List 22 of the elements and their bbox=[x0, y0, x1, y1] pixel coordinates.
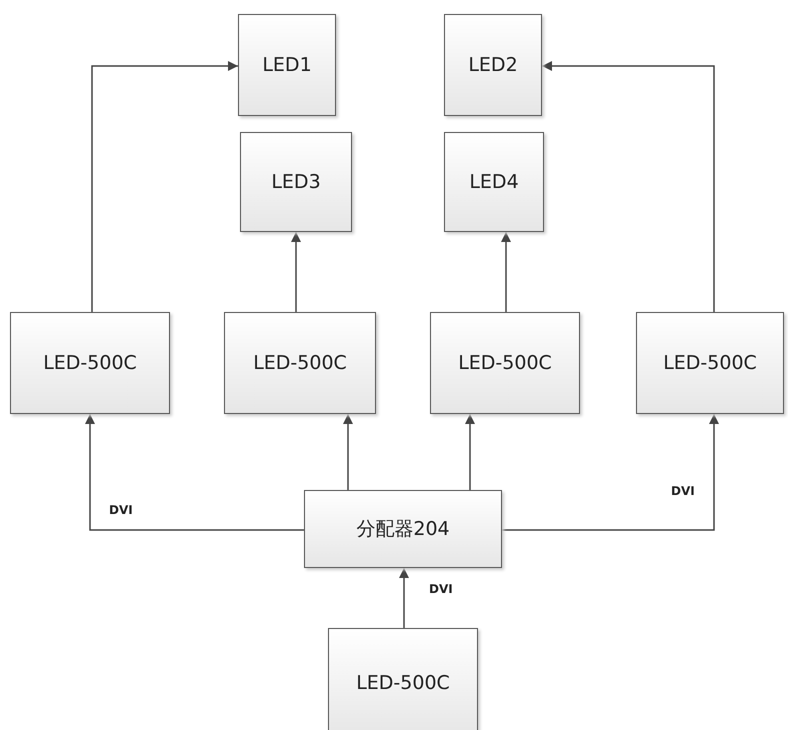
edge-label: DVI bbox=[670, 484, 696, 498]
arrow bbox=[91, 61, 238, 312]
arrow bbox=[399, 568, 409, 628]
device-box: LED-500C bbox=[636, 312, 784, 414]
device-box: LED1 bbox=[238, 14, 336, 116]
device-box: LED-500C bbox=[224, 312, 376, 414]
arrow bbox=[465, 414, 475, 490]
device-box: LED4 bbox=[444, 132, 544, 232]
device-box: LED-500C bbox=[430, 312, 580, 414]
device-box: LED-500C bbox=[328, 628, 478, 730]
arrow bbox=[343, 414, 353, 490]
device-box: LED3 bbox=[240, 132, 352, 232]
device-box: LED-500C bbox=[10, 312, 170, 414]
arrow bbox=[501, 232, 511, 312]
splitter-box: 分配器204 bbox=[304, 490, 502, 568]
arrow bbox=[291, 232, 301, 312]
arrow bbox=[502, 414, 719, 531]
edge-label: DVI bbox=[428, 582, 454, 596]
arrow bbox=[542, 61, 715, 312]
arrow bbox=[85, 414, 304, 531]
edge-label: DVI bbox=[108, 503, 134, 517]
device-box: LED2 bbox=[444, 14, 542, 116]
